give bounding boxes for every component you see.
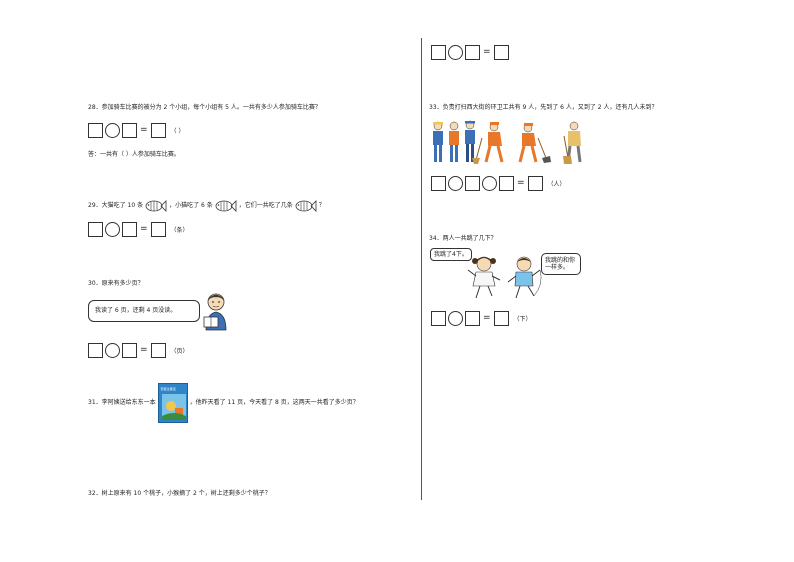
question-32-text: 32．树上原来有 10 个桃子，小猴摘了 2 个，树上还剩多少个桃子？	[88, 490, 271, 497]
question-34-equation: = （下）	[431, 311, 532, 326]
fish-icon	[145, 200, 167, 212]
worker-figure	[472, 122, 504, 164]
operator-circle[interactable]	[448, 311, 463, 326]
equals-sign: =	[140, 224, 148, 234]
answer-box[interactable]	[527, 176, 543, 191]
question-28-equation: = （ ）	[88, 123, 184, 138]
equals-sign: =	[517, 178, 525, 188]
boy-figure	[507, 256, 542, 299]
question-34-bubble-right: 我跳的和你一样多。	[541, 253, 581, 275]
answer-box[interactable]	[150, 343, 166, 358]
question-30-bubble-text: 我读了 6 页，还剩 4 页没读。	[95, 307, 177, 314]
question-28-answer: 答：一共有（ ）人参加骑车比赛。	[88, 151, 180, 158]
answer-box[interactable]	[88, 123, 103, 138]
answer-box[interactable]	[88, 222, 103, 237]
question-34-unit: （下）	[513, 316, 532, 323]
equals-sign: =	[140, 345, 148, 355]
top-equation: =	[431, 45, 514, 60]
worker-figure	[518, 123, 551, 163]
operator-circle[interactable]	[448, 45, 463, 60]
question-29-equation: = （条）	[88, 222, 189, 237]
boy-reading-icon	[203, 293, 227, 331]
answer-box[interactable]	[150, 222, 166, 237]
worker-figure	[465, 120, 475, 162]
question-30-speech-bubble: 我读了 6 页，还剩 4 页没读。	[88, 300, 200, 322]
question-30-unit: （页）	[170, 348, 189, 355]
storybook-title: 安徒生童话	[160, 387, 176, 391]
question-29-part2: ，小猫吃了 6 条	[169, 202, 213, 209]
question-29-unit: （条）	[170, 227, 189, 234]
operator-circle[interactable]	[448, 176, 463, 191]
children-skipping-illustration	[467, 256, 542, 299]
question-33-text: 33．负责打扫西大街的环卫工共有 9 人，先到了 6 人，又到了 2 人，还有几…	[429, 104, 658, 111]
question-28-unit: （ ）	[170, 128, 185, 135]
question-30-text: 30．原来有多少页？	[88, 280, 144, 287]
answer-box[interactable]	[431, 45, 446, 60]
girl-figure	[467, 256, 501, 299]
question-29-part1: 29．大猫吃了 10 条	[88, 202, 144, 209]
operator-circle[interactable]	[482, 176, 497, 191]
answer-box[interactable]	[431, 311, 446, 326]
answer-box[interactable]	[493, 45, 509, 60]
storybook-icon: 安徒生童话	[157, 383, 188, 423]
question-31-part1: 31．李阿姨送给东东一本	[88, 399, 156, 406]
worker-figure	[563, 121, 582, 164]
answer-box[interactable]	[465, 311, 480, 326]
equals-sign: =	[140, 125, 148, 135]
answer-box[interactable]	[465, 45, 480, 60]
answer-box[interactable]	[431, 176, 446, 191]
fish-icon	[215, 200, 237, 212]
answer-box[interactable]	[465, 176, 480, 191]
question-29-text: 29．大猫吃了 10 条 ，小猫吃了 6 条 ，它们一共吃了几条 ？	[88, 200, 325, 212]
question-34-bubble-right-text: 我跳的和你一样多。	[545, 257, 576, 271]
answer-box[interactable]	[499, 176, 514, 191]
question-33-equation: = （人）	[431, 176, 566, 191]
answer-box[interactable]	[122, 222, 137, 237]
question-30-equation: = （页）	[88, 343, 189, 358]
question-31-part2: ，他昨天看了 11 页，今天看了 8 页，这两天一共看了多少页？	[189, 399, 359, 406]
equals-sign: =	[483, 47, 491, 57]
question-34-bubble-left: 我跳了4下。	[430, 248, 472, 261]
question-34-bubble-left-text: 我跳了4下。	[434, 250, 468, 258]
question-31-text: 31．李阿姨送给东东一本 安徒生童话 ，他昨天看了 11 页，今天看了 8 页，…	[88, 383, 359, 423]
answer-box[interactable]	[122, 123, 137, 138]
question-29-part3: ，它们一共吃了几条	[238, 202, 293, 209]
question-34-text: 34．两人一共跳了几下？	[429, 235, 497, 242]
question-33-unit: （人）	[547, 181, 566, 188]
sanitation-workers-illustration	[433, 120, 582, 164]
operator-circle[interactable]	[105, 222, 120, 237]
answer-box[interactable]	[88, 343, 103, 358]
answer-box[interactable]	[493, 311, 509, 326]
worker-figure	[449, 121, 459, 162]
equals-sign: =	[483, 313, 491, 323]
operator-circle[interactable]	[105, 123, 120, 138]
answer-box[interactable]	[122, 343, 137, 358]
worker-figure	[433, 121, 443, 162]
operator-circle[interactable]	[105, 343, 120, 358]
question-28-text: 28．参加骑车比赛的被分为 2 个小组，每个小组有 5 人。一共有多少人参加骑车…	[88, 104, 321, 111]
fish-icon	[295, 200, 317, 212]
question-29-part4: ？	[318, 202, 325, 209]
column-divider	[421, 38, 422, 500]
answer-box[interactable]	[150, 123, 166, 138]
